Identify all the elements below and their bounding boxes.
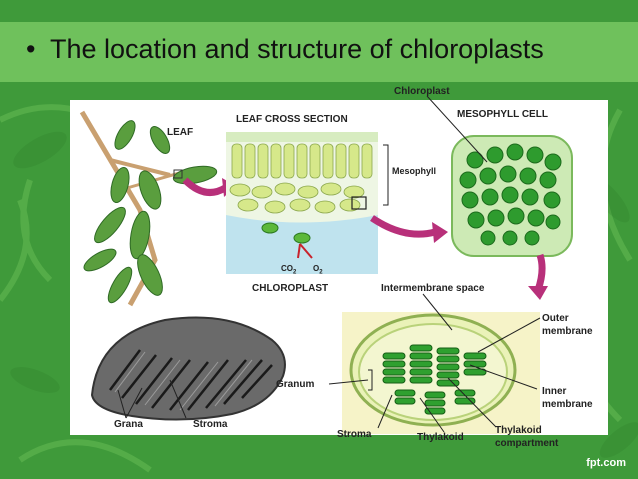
watermark: fpt.com <box>586 457 626 469</box>
mesophyll-cell-illustration <box>451 135 573 257</box>
chloroplast-structure-illustration <box>342 312 540 434</box>
title-bullet: • <box>26 34 36 64</box>
label-stroma-left: Stroma <box>193 419 228 430</box>
title-bar <box>0 22 638 82</box>
leaf-cross-section-illustration <box>226 132 389 274</box>
label-leaf: LEAF <box>167 127 194 138</box>
label-leaf-cross-section: LEAF CROSS SECTION <box>236 114 348 125</box>
title-text: The location and structure of chloroplas… <box>49 34 544 64</box>
leader-lines <box>328 293 541 433</box>
label-intermembrane-space: Intermembrane space <box>381 283 485 294</box>
label-chloroplast-top: Chloroplast <box>394 86 450 97</box>
label-stroma-right: Stroma <box>337 429 372 440</box>
slide-title: • The location and structure of chloropl… <box>26 34 544 65</box>
label-chloroplast-caps: CHLOROPLAST <box>252 283 329 294</box>
leaf-branch-illustration <box>79 110 218 307</box>
label-o2: O2 <box>313 264 323 276</box>
arrow-cell-to-chloroplast <box>534 253 546 292</box>
micrograph-leader-lines <box>117 379 187 419</box>
leader-chloroplast <box>426 95 488 163</box>
arrow-leaf-to-section <box>182 177 227 196</box>
electron-micrograph-illustration <box>90 316 286 421</box>
label-grana: Grana <box>114 419 143 430</box>
label-granum: Granum <box>276 379 315 390</box>
label-mesophyll: Mesophyll <box>392 166 437 176</box>
arrow-section-to-cell <box>370 215 436 238</box>
label-co2: CO2 <box>281 264 297 276</box>
label-thylakoid: Thylakoid <box>417 432 464 443</box>
label-mesophyll-cell: MESOPHYLL CELL <box>457 109 548 120</box>
